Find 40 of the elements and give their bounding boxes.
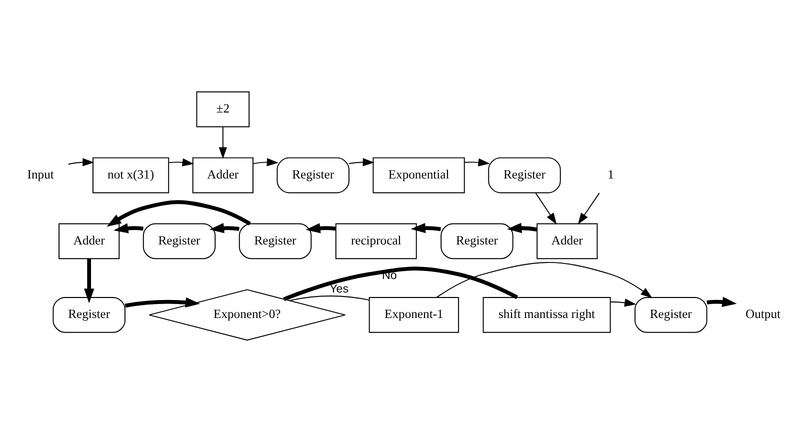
arrow [84, 258, 94, 303]
arrow [610, 298, 636, 306]
arrow [464, 158, 490, 166]
node-box: Register [238, 222, 312, 259]
node-text: Output [746, 306, 781, 321]
arrow [209, 222, 240, 233]
node-box: Adder [58, 222, 120, 259]
arrow [706, 296, 737, 306]
arrow [410, 222, 441, 233]
node-box: Adder [536, 222, 598, 259]
node-box: Exponential [372, 156, 465, 193]
arrow [106, 200, 251, 226]
arrow [578, 192, 600, 224]
node-box: Register [634, 296, 708, 332]
node-box: Adder [192, 156, 254, 193]
connector [289, 295, 370, 301]
arrow [168, 158, 194, 166]
node-box: ±2 [196, 90, 250, 127]
node-box: Register [276, 156, 350, 193]
arrow [535, 192, 557, 224]
arrow [218, 126, 227, 158]
node-box: Register [488, 156, 561, 193]
arrow [124, 296, 200, 308]
node-box: not x(31) [92, 156, 170, 193]
node-box: Exponent-1 [368, 296, 460, 332]
node-box: reciprocal [335, 222, 417, 259]
arrow [68, 158, 94, 166]
arrow [114, 222, 144, 233]
node-box: Register [142, 222, 216, 259]
node-text: Input [27, 167, 54, 182]
connector [283, 266, 518, 300]
node-text: 1 [608, 167, 614, 182]
node-box: Register [440, 222, 514, 259]
arrow [507, 222, 538, 233]
arrow [252, 158, 279, 166]
arrow [306, 222, 336, 233]
node-box: Register [52, 296, 126, 332]
arrow [436, 261, 652, 298]
node-box: shift mantissa right [482, 296, 611, 332]
arrow [348, 158, 374, 166]
